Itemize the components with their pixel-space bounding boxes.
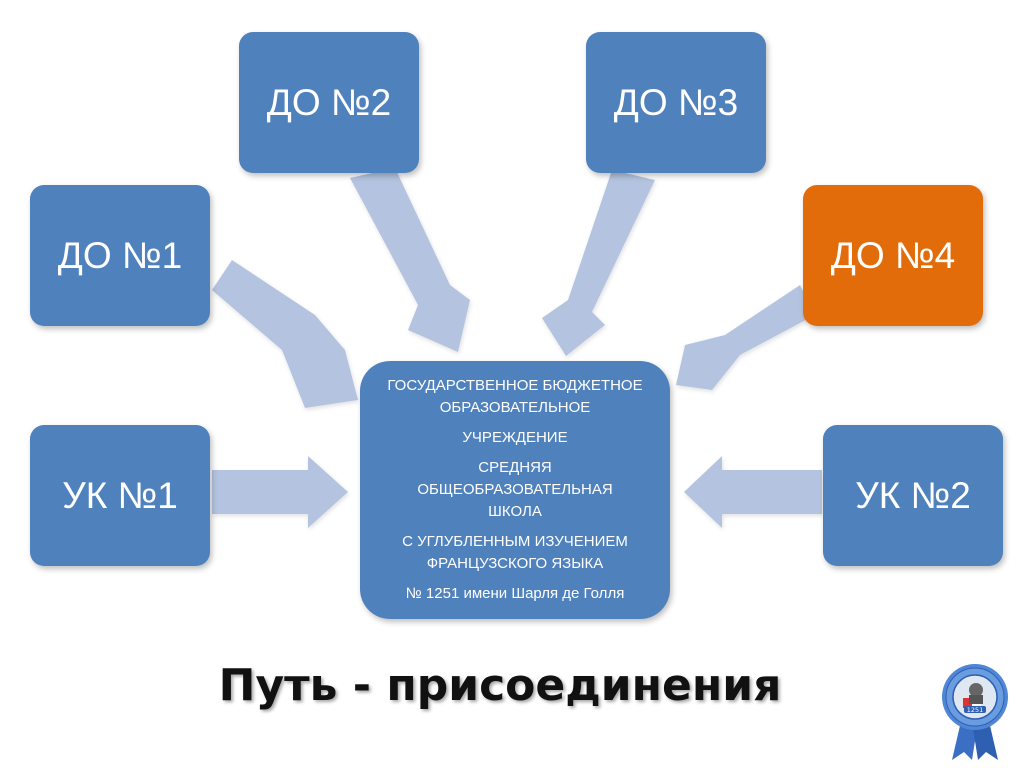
arrow-uk1 [212, 456, 348, 528]
node-uk1: УК №1 [30, 425, 210, 566]
arrow-do2 [350, 168, 470, 352]
center-line: С УГЛУБЛЕННЫМ ИЗУЧЕНИЕМ [402, 533, 628, 550]
center-line: ОБРАЗОВАТЕЛЬНОЕ [439, 399, 591, 416]
arrow-do3 [542, 170, 655, 356]
center-line: СРЕДНЯЯ [478, 459, 552, 476]
arrow-do1 [212, 260, 358, 408]
school-medal-logo: 1251 [942, 664, 1008, 760]
slide-title: Путь - присоединения [218, 660, 782, 711]
center-line: № 1251 имени Шарля де Голля [405, 585, 625, 602]
node-do1: ДО №1 [30, 185, 210, 326]
arrow-do4 [676, 285, 815, 390]
node-do3: ДО №3 [586, 32, 766, 173]
node-do4: ДО №4 [803, 185, 983, 326]
center-school-node: ГОСУДАРСТВЕННОЕ БЮДЖЕТНОЕ ОБРАЗОВАТЕЛЬНО… [360, 361, 670, 619]
center-line: ОБЩЕОБРАЗОВАТЕЛЬНАЯ [417, 481, 613, 498]
arrow-uk2 [684, 456, 822, 528]
center-line: УЧРЕЖДЕНИЕ [462, 429, 568, 446]
center-line: ФРАНЦУЗСКОГО ЯЗЫКА [426, 555, 604, 572]
center-line: ГОСУДАРСТВЕННОЕ БЮДЖЕТНОЕ [387, 377, 643, 394]
center-line: ШКОЛА [488, 503, 542, 520]
node-do2: ДО №2 [239, 32, 419, 173]
node-uk2: УК №2 [823, 425, 1003, 566]
medal-number: 1251 [967, 706, 984, 714]
